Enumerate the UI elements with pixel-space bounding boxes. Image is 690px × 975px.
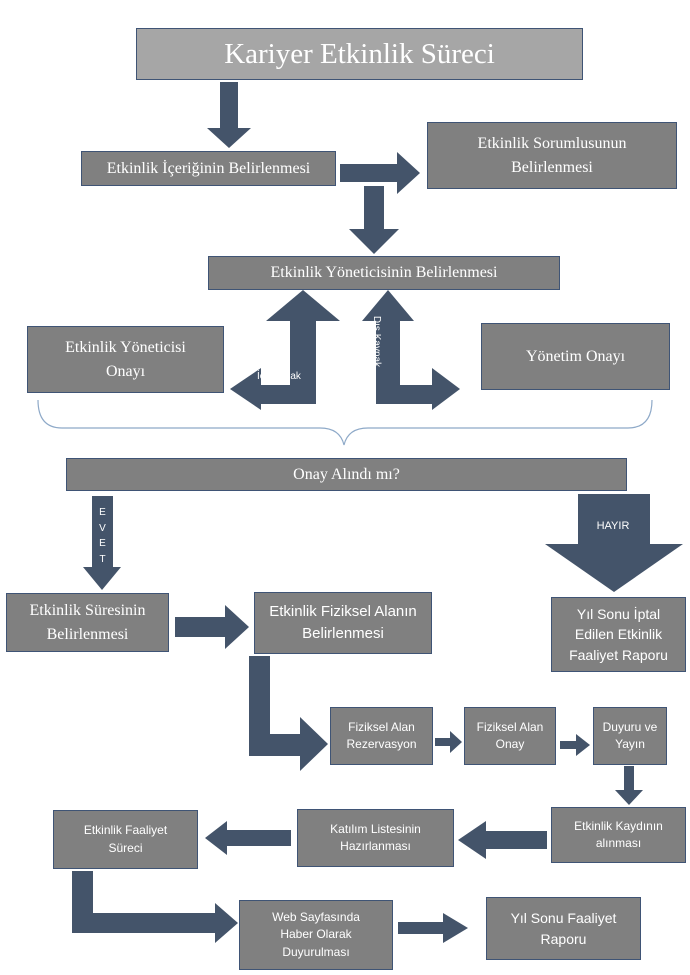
- arrow-duyuru-to-kayit: [615, 766, 643, 805]
- node-iptal-rapor-text: Yıl Sonu İptal Edilen Etkinlik Faaliyet …: [569, 606, 668, 663]
- node-duyuru-text: Duyuru ve Yayın: [602, 719, 658, 751]
- arrow-icerik-to-sorumlu: [340, 152, 420, 194]
- arrow-katilim-to-faaliyet: [205, 821, 291, 855]
- ic-kaynak-label: İç Kaynak: [257, 371, 301, 382]
- arrow-sure-to-fiziksel: [175, 605, 249, 649]
- hayir-label: HAYIR: [596, 520, 630, 532]
- node-yil-sonu-rapor-text: Yıl Sonu Faaliyet Raporu: [510, 910, 617, 947]
- node-yonetici-onay: Etkinlik Yöneticisi Onayı: [27, 326, 224, 393]
- arrow-onay-to-duyuru: [560, 734, 590, 756]
- node-web: Web Sayfasında Haber Olarak Duyurulması: [239, 900, 393, 970]
- arrow-dis-kaynak: [362, 290, 460, 410]
- node-web-text: Web Sayfasında Haber Olarak Duyurulması: [272, 909, 360, 959]
- arrow-faaliyet-to-web: [72, 871, 238, 943]
- arrow-icerik-to-yonetici: [349, 186, 399, 254]
- node-katilim-text: Katılım Listesinin Hazırlanması: [330, 821, 421, 853]
- node-sorumlu: Etkinlik Sorumlusunun Belirlenmesi: [427, 122, 677, 189]
- node-yil-sonu-rapor: Yıl Sonu Faaliyet Raporu: [486, 897, 641, 960]
- arrow-rez-to-onay: [435, 731, 462, 753]
- process-title: Kariyer Etkinlik Süreci: [136, 28, 583, 80]
- node-sorumlu-text: Etkinlik Sorumlusunun Belirlenmesi: [477, 135, 627, 176]
- node-sure-text: Etkinlik Süresinin Belirlenmesi: [29, 602, 146, 643]
- node-alan-onay-text: Fiziksel Alan Onay: [476, 719, 544, 751]
- node-fiziksel-alan-text: Etkinlik Fiziksel Alanın Belirlenmesi: [269, 603, 417, 642]
- node-icerik-text: Etkinlik İçeriğinin Belirlenmesi: [106, 159, 311, 177]
- node-faaliyet-sureci: Etkinlik Faaliyet Süreci: [53, 810, 198, 869]
- evet-label: EVET: [99, 507, 106, 565]
- node-kayit: Etkinlik Kaydının alınması: [551, 807, 686, 863]
- arrow-title-to-icerik: [207, 82, 251, 148]
- approval-brace: [37, 399, 653, 446]
- node-rezervasyon-text: Fiziksel Alan Rezervasyon: [346, 719, 417, 751]
- node-yonetim-onay-text: Yönetim Onayı: [525, 347, 626, 365]
- node-kayit-text: Etkinlik Kaydının alınması: [574, 818, 663, 850]
- node-yonetim-onay: Yönetim Onayı: [481, 323, 670, 390]
- arrow-web-to-rapor: [398, 913, 468, 943]
- node-katilim: Katılım Listesinin Hazırlanması: [297, 809, 454, 867]
- node-sure: Etkinlik Süresinin Belirlenmesi: [6, 593, 169, 652]
- arrow-ic-kaynak: [230, 290, 340, 410]
- node-duyuru: Duyuru ve Yayın: [593, 707, 667, 765]
- node-yonetici-text: Etkinlik Yöneticisinin Belirlenmesi: [270, 264, 498, 282]
- process-title-text: Kariyer Etkinlik Süreci: [224, 37, 495, 70]
- arrow-fiziksel-to-rezervasyon: [249, 656, 328, 771]
- arrow-kayit-to-katilim: [458, 821, 547, 859]
- arrow-hayir: [545, 494, 683, 592]
- node-faaliyet-sureci-text: Etkinlik Faaliyet Süreci: [83, 823, 168, 855]
- node-iptal-rapor: Yıl Sonu İptal Edilen Etkinlik Faaliyet …: [551, 597, 686, 672]
- node-yonetici: Etkinlik Yöneticisinin Belirlenmesi: [208, 256, 560, 290]
- node-onay-alindi-text: Onay Alındı mı?: [293, 465, 400, 483]
- node-rezervasyon: Fiziksel Alan Rezervasyon: [330, 707, 433, 765]
- node-fiziksel-alan: Etkinlik Fiziksel Alanın Belirlenmesi: [254, 592, 432, 654]
- arrow-evet: [83, 496, 121, 590]
- node-icerik: Etkinlik İçeriğinin Belirlenmesi: [81, 151, 336, 186]
- dis-kaynak-label: Dış Kaynak: [371, 315, 383, 368]
- node-yonetici-onay-text: Etkinlik Yöneticisi Onayı: [65, 339, 186, 380]
- node-alan-onay: Fiziksel Alan Onay: [464, 707, 556, 765]
- node-onay-alindi: Onay Alındı mı?: [66, 458, 627, 491]
